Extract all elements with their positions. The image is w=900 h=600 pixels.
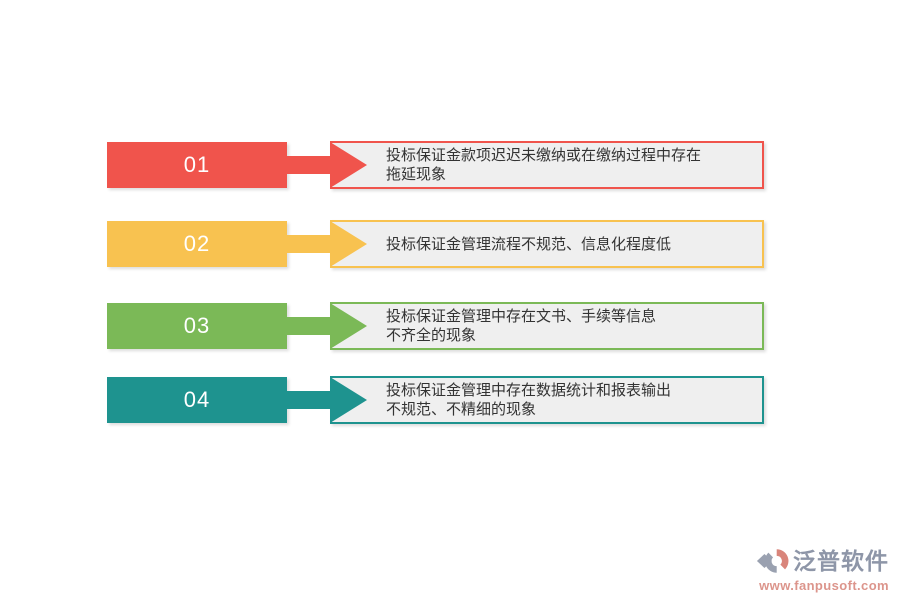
arrow-right-icon <box>286 377 367 423</box>
step-2-number-bar: 02 <box>107 221 287 267</box>
step-1-number-bar: 01 <box>107 142 287 188</box>
step-row-1: 01 投标保证金款项迟迟未缴纳或在缴纳过程中存在 拖延现象 <box>0 141 900 189</box>
step-3-description-box: 投标保证金管理中存在文书、手续等信息 不齐全的现象 <box>330 302 764 350</box>
arrow-right-icon <box>286 303 367 349</box>
step-4-number-bar: 04 <box>107 377 287 423</box>
step-2-number: 02 <box>183 231 211 256</box>
step-1-number: 01 <box>183 152 211 177</box>
step-row-4: 04 投标保证金管理中存在数据统计和报表输出 不规范、不精细的现象 <box>0 376 900 424</box>
step-3-number-bar: 03 <box>107 303 287 349</box>
step-3-description: 投标保证金管理中存在文书、手续等信息 不齐全的现象 <box>386 308 657 344</box>
step-row-2: 02 投标保证金管理流程不规范、信息化程度低 <box>0 220 900 268</box>
step-3-number: 03 <box>183 313 211 338</box>
step-row-3: 03 投标保证金管理中存在文书、手续等信息 不齐全的现象 <box>0 302 900 350</box>
watermark-url: www.fanpusoft.com <box>759 578 889 593</box>
step-4-number: 04 <box>183 387 211 412</box>
step-1-description-box: 投标保证金款项迟迟未缴纳或在缴纳过程中存在 拖延现象 <box>330 141 764 189</box>
step-1-description: 投标保证金款项迟迟未缴纳或在缴纳过程中存在 拖延现象 <box>386 147 702 183</box>
arrow-right-icon <box>286 221 367 267</box>
arrow-right-icon <box>286 142 367 188</box>
step-4-description: 投标保证金管理中存在数据统计和报表输出 不规范、不精细的现象 <box>386 382 672 418</box>
step-2-description-box: 投标保证金管理流程不规范、信息化程度低 <box>330 220 764 268</box>
fanpu-logo-icon <box>756 549 789 573</box>
step-4-description-box: 投标保证金管理中存在数据统计和报表输出 不规范、不精细的现象 <box>330 376 764 424</box>
watermark: 泛普软件 www.fanpusoft.com <box>753 545 889 593</box>
step-2-description: 投标保证金管理流程不规范、信息化程度低 <box>386 235 672 253</box>
watermark-brand: 泛普软件 <box>793 548 889 574</box>
